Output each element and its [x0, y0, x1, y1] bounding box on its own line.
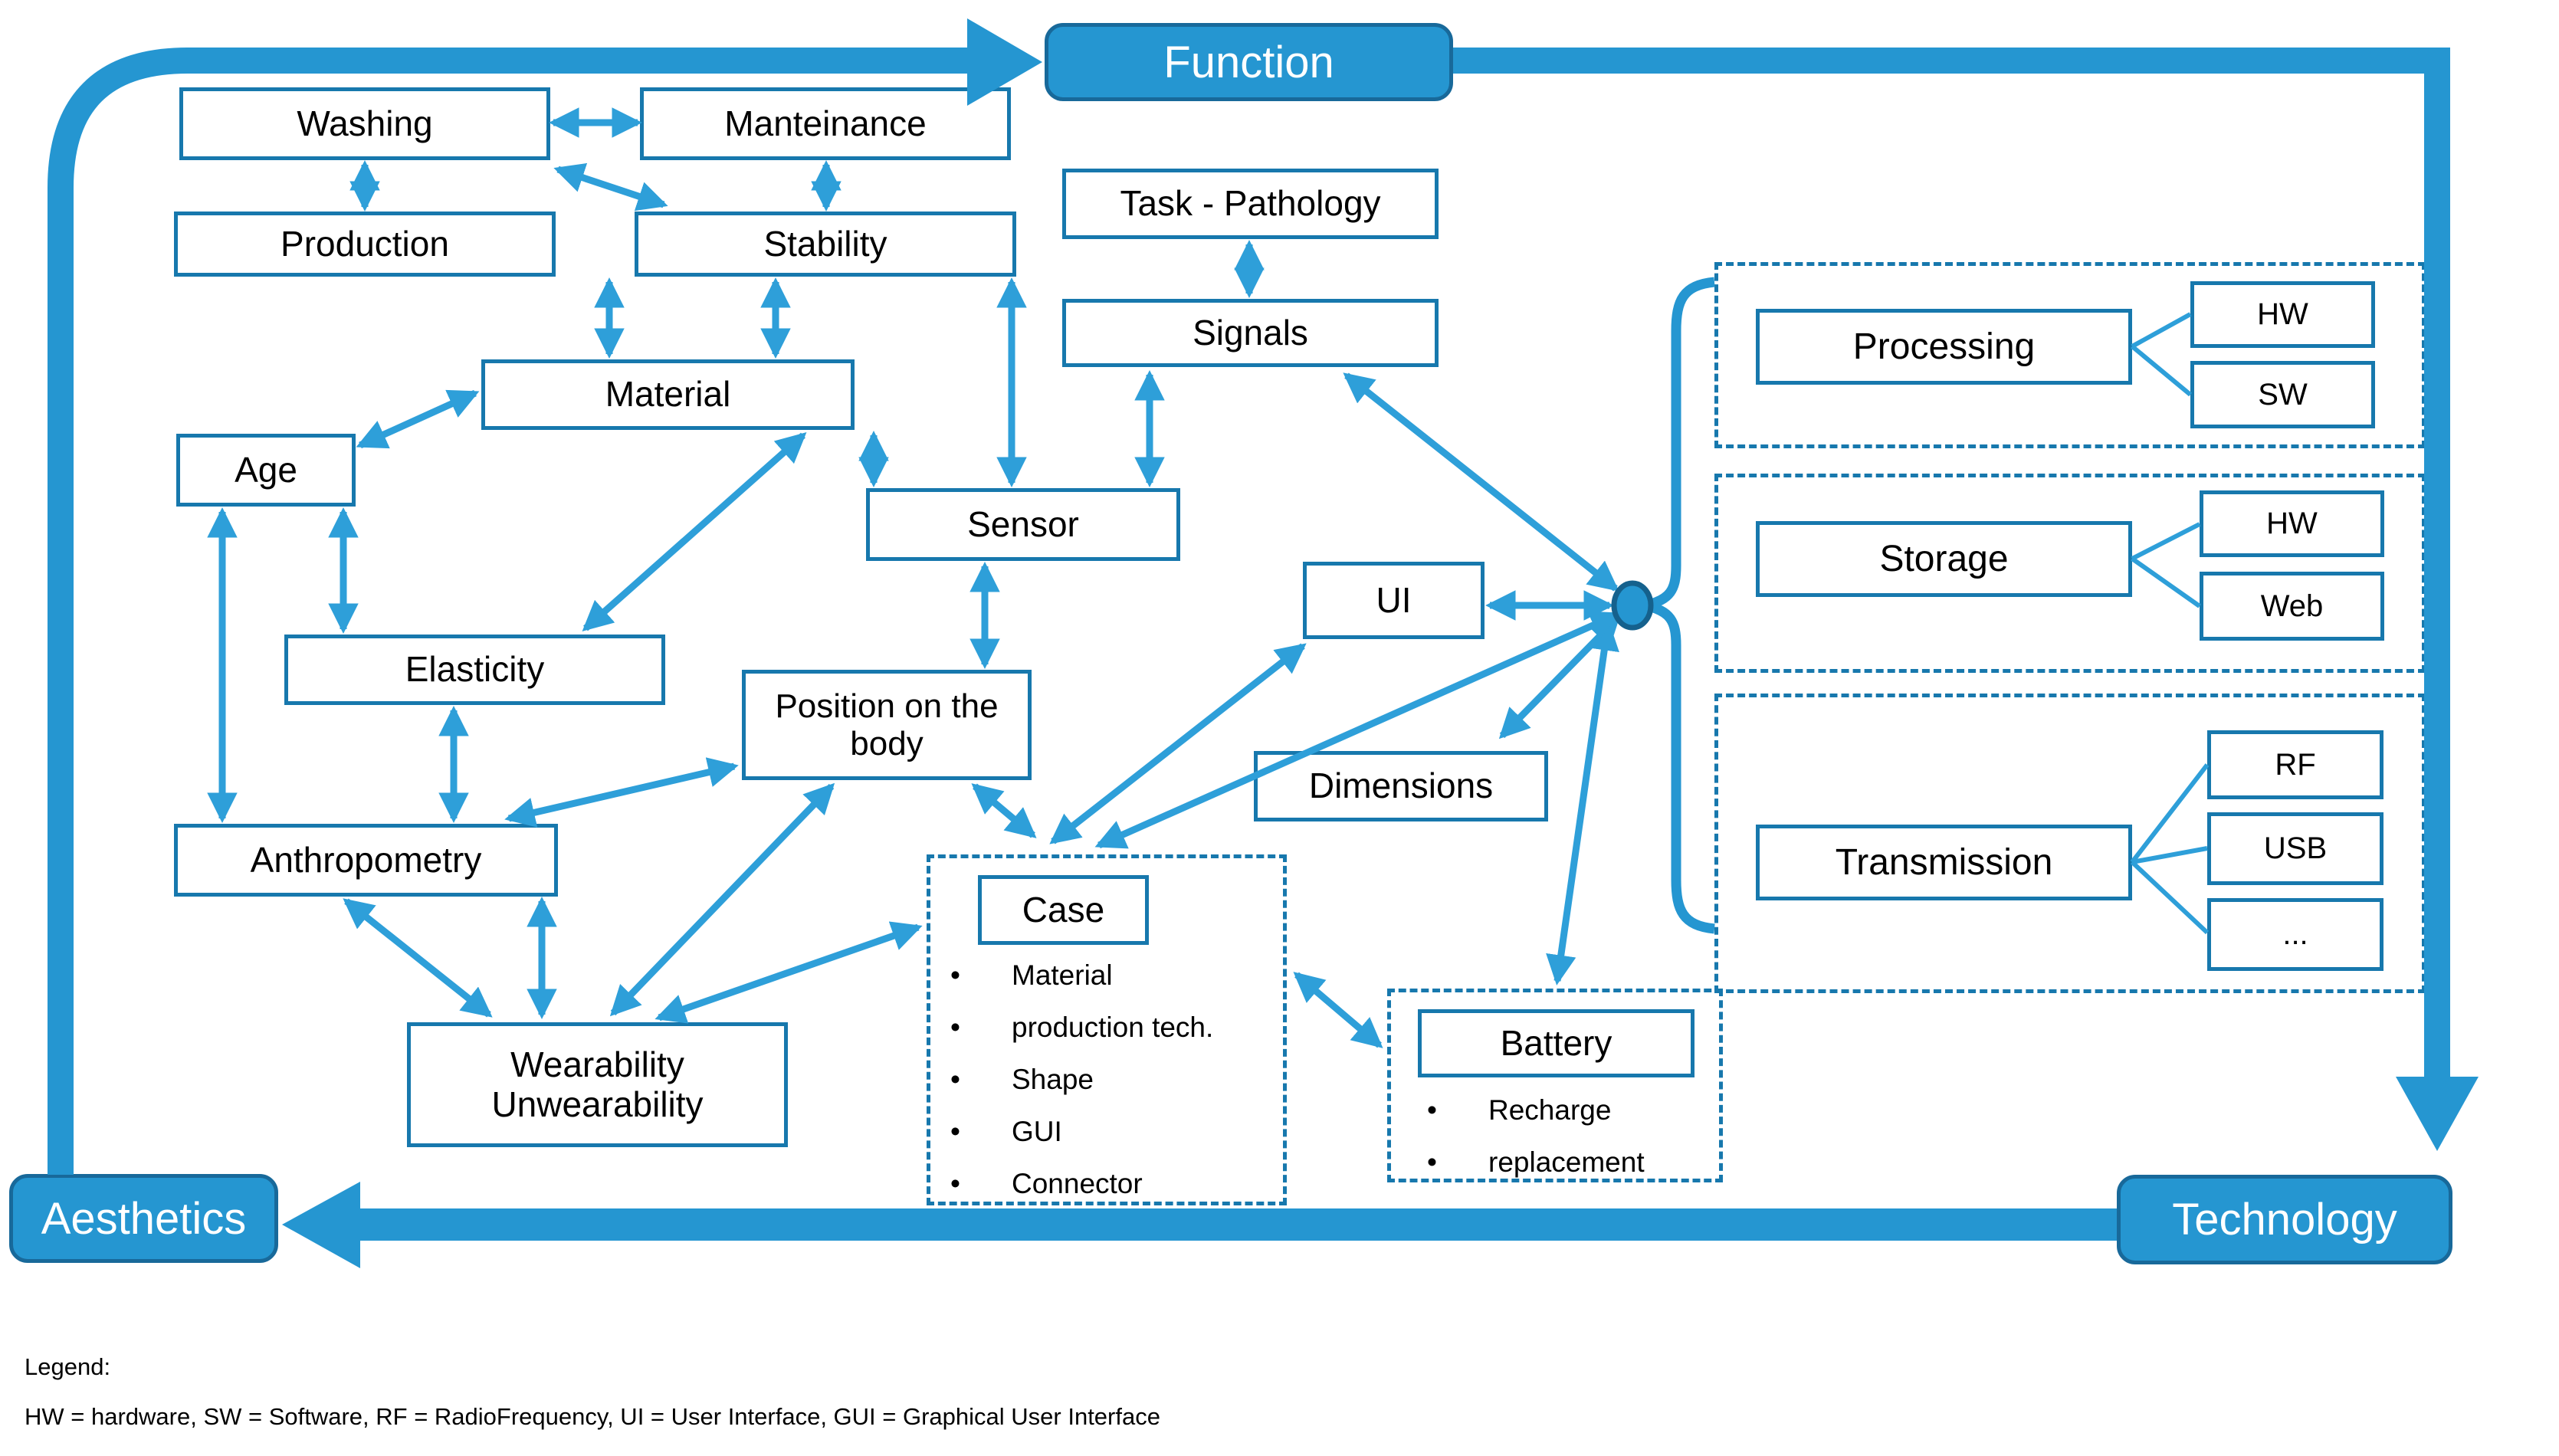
- node-wearability: Wearability Unwearability: [407, 1022, 788, 1147]
- bullet-icon: •: [950, 1116, 960, 1147]
- node-age: Age: [176, 434, 356, 507]
- bullet-icon: •: [950, 1064, 960, 1095]
- legend-text: HW = hardware, SW = Software, RF = Radio…: [25, 1403, 1160, 1430]
- group-case: [927, 854, 1287, 1205]
- node-material: Material: [481, 359, 855, 430]
- node-battery: Battery: [1418, 1009, 1695, 1077]
- node-processing-sw: SW: [2190, 361, 2375, 428]
- hub-dot: [1611, 580, 1654, 631]
- battery-bullet: •replacement: [1427, 1146, 1645, 1178]
- node-storage: Storage: [1756, 521, 2132, 597]
- node-stability: Stability: [635, 212, 1016, 277]
- banner-technology: Technology: [2117, 1175, 2452, 1264]
- hub-brace: [1643, 277, 1715, 934]
- banner-aesthetics: Aesthetics: [9, 1174, 278, 1263]
- group-transmission: [1714, 694, 2426, 993]
- relation-arrows: [207, 107, 1622, 1048]
- node-task-pathology: Task - Pathology: [1062, 169, 1439, 239]
- node-transmission: Transmission: [1756, 825, 2132, 900]
- node-case: Case: [978, 875, 1149, 945]
- case-bullet: •Connector: [950, 1168, 1143, 1199]
- bullet-icon: •: [950, 1168, 960, 1199]
- node-storage-hw: HW: [2200, 490, 2384, 557]
- bullet-icon: •: [950, 1012, 960, 1043]
- branch-connectors: [2130, 312, 2210, 935]
- node-storage-web: Web: [2200, 572, 2384, 641]
- loop-arrow-bottom: [282, 1182, 2117, 1268]
- node-transmission-usb: USB: [2207, 812, 2383, 885]
- group-battery: [1387, 989, 1723, 1182]
- loop-arrow-left-top: [48, 18, 1042, 1175]
- node-transmission-rf: RF: [2207, 730, 2383, 799]
- group-storage: [1714, 474, 2426, 673]
- bullet-icon: •: [1427, 1146, 1437, 1178]
- legend: Legend: HW = hardware, SW = Software, RF…: [25, 1355, 1160, 1428]
- bullet-icon: •: [1427, 1094, 1437, 1126]
- loop-arrow-right: [1453, 48, 2479, 1151]
- node-elasticity: Elasticity: [284, 635, 665, 705]
- case-bullet: •Shape: [950, 1064, 1094, 1095]
- group-processing: [1714, 262, 2426, 448]
- case-bullet: •Material: [950, 959, 1113, 991]
- case-bullet-list: •Material •production tech. •Shape •GUI …: [950, 959, 1280, 1220]
- node-sensor: Sensor: [866, 488, 1180, 561]
- case-bullet: •GUI: [950, 1116, 1062, 1147]
- node-processing-hw: HW: [2190, 281, 2375, 348]
- node-processing: Processing: [1756, 309, 2132, 385]
- battery-bullet: •Recharge: [1427, 1094, 1612, 1126]
- banner-function: Function: [1045, 23, 1453, 101]
- battery-bullet-list: •Recharge •replacement: [1427, 1094, 1718, 1199]
- node-signals: Signals: [1062, 299, 1439, 367]
- node-manteinance: Manteinance: [640, 87, 1011, 160]
- node-position-on-body: Position on the body: [742, 670, 1032, 780]
- node-washing: Washing: [179, 87, 550, 160]
- case-bullet: •production tech.: [950, 1012, 1214, 1043]
- bullet-icon: •: [950, 959, 960, 991]
- node-anthropometry: Anthropometry: [174, 824, 558, 897]
- legend-title: Legend:: [25, 1353, 111, 1380]
- node-production: Production: [174, 212, 556, 277]
- node-transmission-other: ...: [2207, 898, 2383, 971]
